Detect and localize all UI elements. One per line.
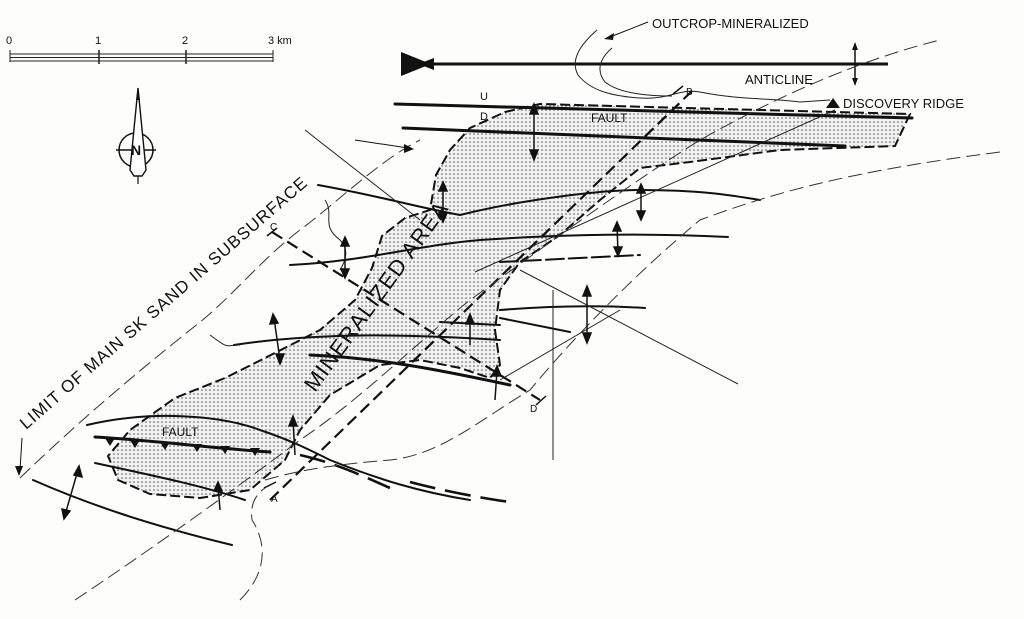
- discovery-ridge-triangle-icon: [826, 98, 840, 108]
- anticline-arrow-icon: [61, 101, 647, 521]
- outcrop-label: OUTCROP-MINERALIZED: [652, 16, 809, 31]
- section-point-d: D: [530, 404, 537, 415]
- limit-pointer: [19, 437, 23, 471]
- upthrown-label: U: [480, 91, 488, 103]
- section-point-c: C: [270, 222, 277, 233]
- scale-bar: 0 1 2 3 km: [6, 35, 292, 64]
- section-point-a: A: [271, 494, 278, 505]
- section-endpoint-ticks: [263, 85, 684, 489]
- fault-line: [499, 305, 646, 311]
- axis-line: [474, 109, 836, 273]
- fault-line: [233, 334, 501, 346]
- fault-line: [499, 317, 571, 333]
- thin-line: [519, 269, 739, 385]
- sand-limit-line: [209, 334, 241, 347]
- discovery-ridge-label: DISCOVERY RIDGE: [843, 96, 964, 111]
- thrust-teeth: [105, 438, 260, 456]
- anticline-label: ANTICLINE: [745, 72, 813, 87]
- fault-line: [94, 462, 246, 501]
- fault-line: [299, 453, 391, 490]
- mineralized-area-region: [106, 102, 912, 500]
- fault-line: [499, 254, 641, 263]
- thin-line: [304, 129, 421, 221]
- outcrop-outline-inner: [599, 47, 673, 97]
- fault-label-upper: FAULT: [591, 111, 628, 125]
- sand-limit-line: [264, 151, 1001, 481]
- fault-line: [409, 480, 511, 504]
- outcrop-pointer: [609, 21, 649, 38]
- axis-line: [269, 89, 694, 501]
- sand-limit-line: [239, 487, 266, 601]
- north-label: N: [131, 142, 141, 158]
- scale-tick-1: 1: [95, 35, 101, 47]
- fault-line: [289, 233, 729, 266]
- section-point-b: B: [686, 87, 693, 98]
- scale-tick-2: 2: [182, 35, 188, 47]
- thin-line: [499, 309, 621, 381]
- downthrown-label: D: [480, 111, 488, 123]
- anticline-symbol: [401, 42, 888, 86]
- scale-tick-3: 3 km: [268, 35, 292, 47]
- fault-line: [401, 126, 847, 148]
- fault-label-lower: FAULT: [162, 425, 199, 439]
- limit-pointer: [354, 139, 409, 149]
- fault-line: [308, 353, 512, 387]
- fault-line: [32, 479, 233, 546]
- north-arrow-icon: N: [116, 87, 156, 184]
- thrust-fault: [93, 435, 272, 454]
- sand-limit-line: [74, 39, 941, 601]
- scale-tick-0: 0: [6, 35, 12, 47]
- sand-limit-line: [324, 199, 347, 271]
- fault-line: [393, 102, 914, 120]
- sand-limit-line: [19, 139, 421, 479]
- outcrop-outline: [574, 29, 831, 103]
